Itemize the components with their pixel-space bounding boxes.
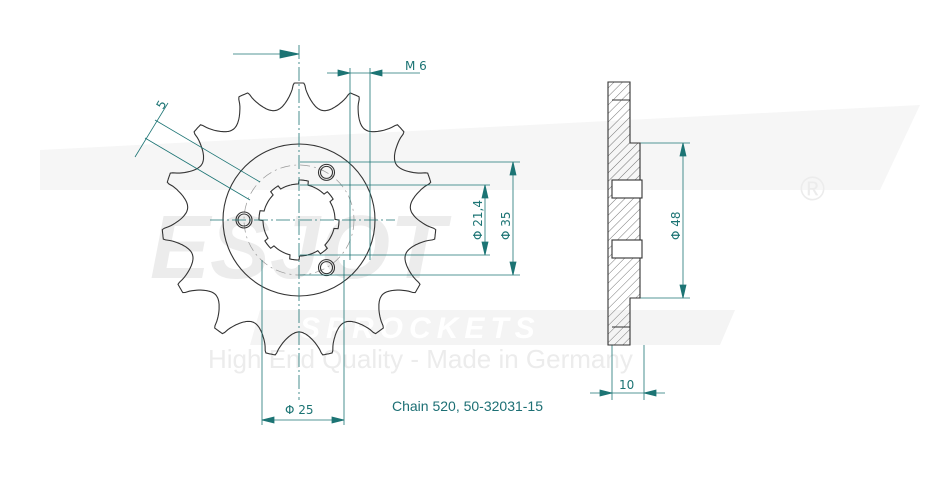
mounting-holes [235, 163, 336, 277]
watermark-subbrand: SPROCKETS [300, 312, 541, 345]
mounting-hole [317, 259, 336, 277]
watermark-registered: ® [800, 170, 825, 208]
bore-dimension: Φ 21,4 [471, 200, 485, 240]
mounting-hole [317, 163, 336, 181]
hub-dimension: Φ 48 [669, 211, 683, 240]
hole-circle-dimension: Φ 35 [499, 211, 513, 240]
mounting-hole [319, 165, 334, 179]
side-view [607, 81, 643, 346]
chain-caption: Chain 520, 50-32031-15 [392, 398, 543, 414]
watermark-slogan: High End Quality - Made in Germany [208, 344, 633, 374]
thread-dimension: M 6 [405, 59, 427, 73]
dimension-lines [134, 45, 690, 425]
mounting-hole [319, 261, 334, 275]
watermark-brand: ESJOT [150, 198, 452, 298]
offset-dimension: 5 [153, 98, 169, 112]
thickness-dimension: 10 [619, 378, 634, 392]
watermark: ESJOT ® SPROCKETS High End Quality - Mad… [40, 105, 920, 374]
spline-dimension: Φ 25 [285, 403, 314, 417]
